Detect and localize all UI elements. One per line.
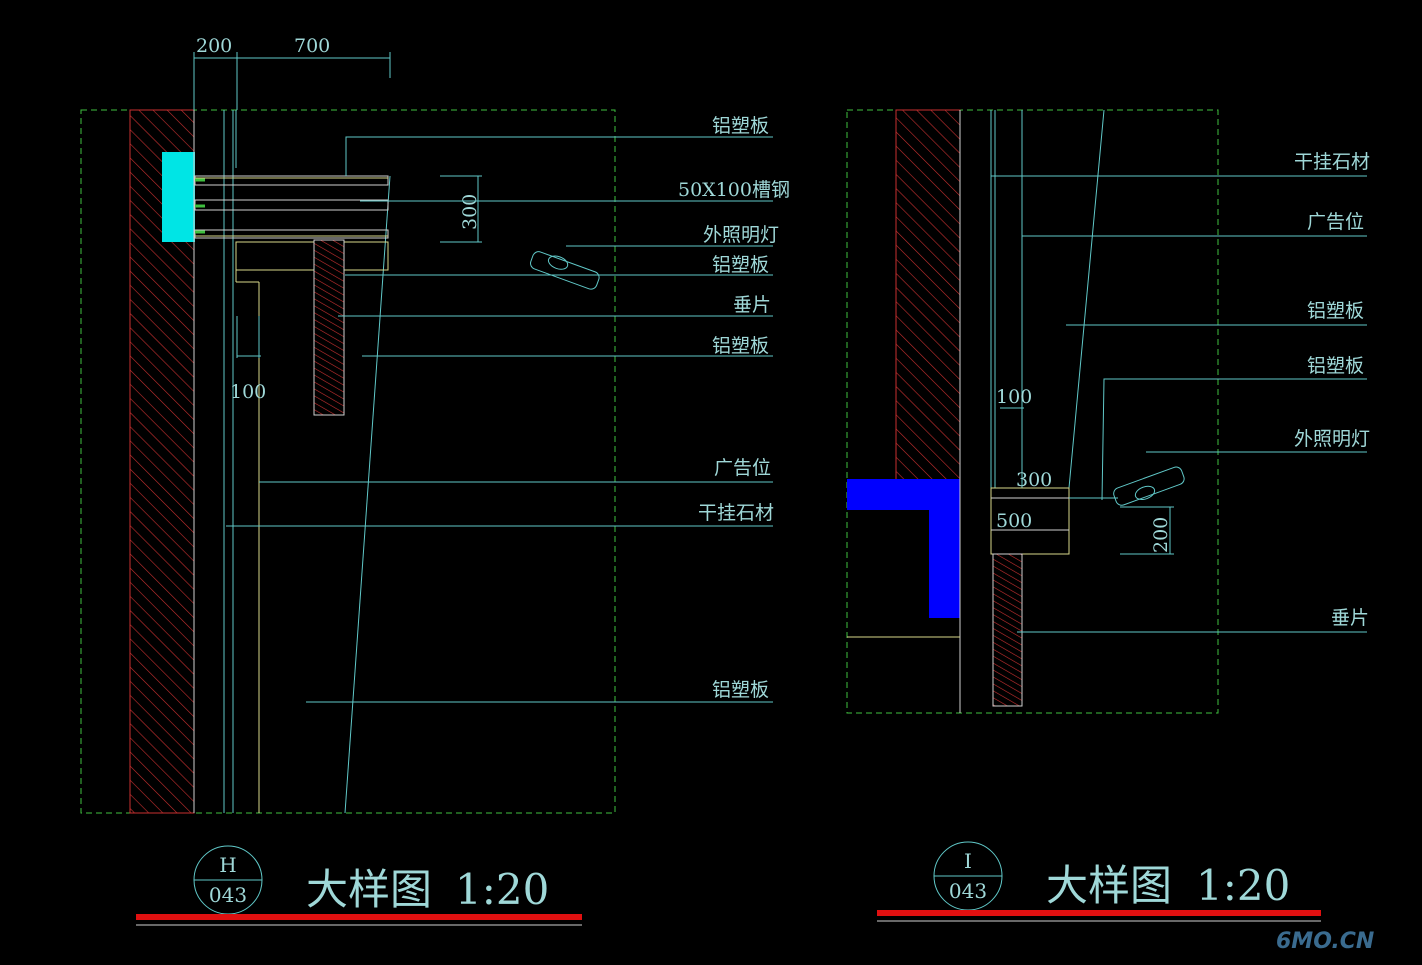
label-alu-panel-i2: 铝塑板 — [1307, 355, 1364, 377]
label-vane-i: 垂片 — [1331, 607, 1369, 629]
detail-title: 大样图 — [306, 865, 432, 914]
label-floodlight-i: 外照明灯 — [1294, 428, 1370, 450]
detail-i-wall — [895, 109, 961, 481]
label-alu-panel-3: 铝塑板 — [712, 335, 769, 357]
detail-scale: 1:20 — [455, 865, 549, 914]
detail-h-symbol: H 043 — [193, 845, 263, 915]
symbol-sheet: 043 — [209, 883, 247, 907]
label-floodlight: 外照明灯 — [703, 224, 779, 246]
dim-700: 700 — [294, 35, 330, 57]
detail-scale-i: 1:20 — [1196, 861, 1290, 910]
label-ad-space: 广告位 — [714, 457, 771, 479]
bracket-plate — [162, 152, 195, 242]
dim-200-i: 200 — [1150, 517, 1172, 553]
label-ad-space-i: 广告位 — [1307, 211, 1364, 233]
label-channel-steel: 50X100槽钢 — [678, 179, 790, 201]
symbol-sheet-i: 043 — [949, 879, 987, 903]
detail-i-symbol: I 043 — [933, 841, 1003, 911]
detail-i-boundary — [846, 109, 1219, 714]
label-dry-hung-stone: 干挂石材 — [698, 502, 774, 524]
light-fixture-i — [1113, 466, 1185, 506]
vane-i — [992, 553, 1023, 707]
label-dry-hung-stone-i: 干挂石材 — [1294, 151, 1370, 173]
label-alu-panel-4: 铝塑板 — [712, 679, 769, 701]
vane — [313, 239, 345, 416]
title-underline-i — [877, 910, 1321, 916]
dim-300: 300 — [459, 194, 481, 230]
detail-title-i: 大样图 — [1046, 861, 1172, 910]
label-alu-panel-i1: 铝塑板 — [1307, 300, 1364, 322]
detail-i: 100 300 500 200 干挂石材 广告位 铝塑板 铝塑板 外照明灯 垂片… — [846, 109, 1370, 922]
symbol-letter: H — [219, 853, 236, 877]
light-fixture — [530, 251, 600, 290]
symbol-letter-i: I — [964, 849, 972, 873]
title-underline — [136, 914, 582, 920]
watermark: 6MO.CN — [1276, 929, 1374, 954]
dim-100: 100 — [230, 381, 266, 403]
dim-200: 200 — [196, 35, 232, 57]
dim-300-i: 300 — [1016, 469, 1052, 491]
label-vane: 垂片 — [733, 294, 771, 316]
label-alu-panel-1: 铝塑板 — [712, 115, 769, 137]
blue-beam — [847, 479, 960, 618]
dim-500-i: 500 — [996, 510, 1032, 532]
detail-h: 200 700 300 100 铝塑板 50X100槽钢 外照明灯 铝塑板 垂片… — [80, 35, 790, 926]
detail-h-boundary — [80, 109, 616, 814]
dim-100-i: 100 — [996, 386, 1032, 408]
label-alu-panel-2: 铝塑板 — [712, 254, 769, 276]
